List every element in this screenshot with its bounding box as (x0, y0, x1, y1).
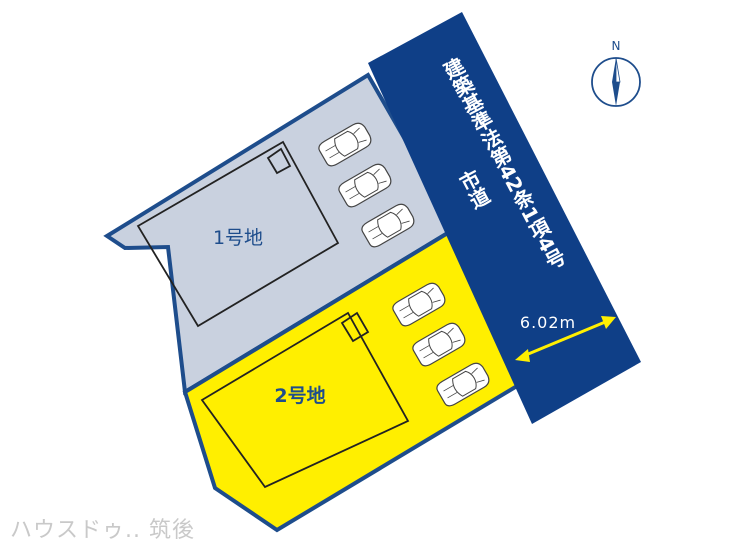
north-compass-icon (591, 57, 641, 107)
lot-2-building-porch (340, 311, 370, 343)
road-width-arrow (515, 316, 616, 362)
compass-north-label: N (612, 39, 621, 53)
lot-1-building (136, 140, 340, 328)
watermark-text: ハウスドゥ.. 筑後 (10, 518, 195, 543)
lot-2-label: 2号地 (274, 384, 325, 407)
lot-1-label: 1号地 (213, 227, 263, 249)
road-width-label: 6.02m (520, 313, 576, 332)
road-band (368, 12, 641, 424)
lot-2-building (200, 311, 410, 489)
lot-1-building-porch (266, 147, 292, 175)
